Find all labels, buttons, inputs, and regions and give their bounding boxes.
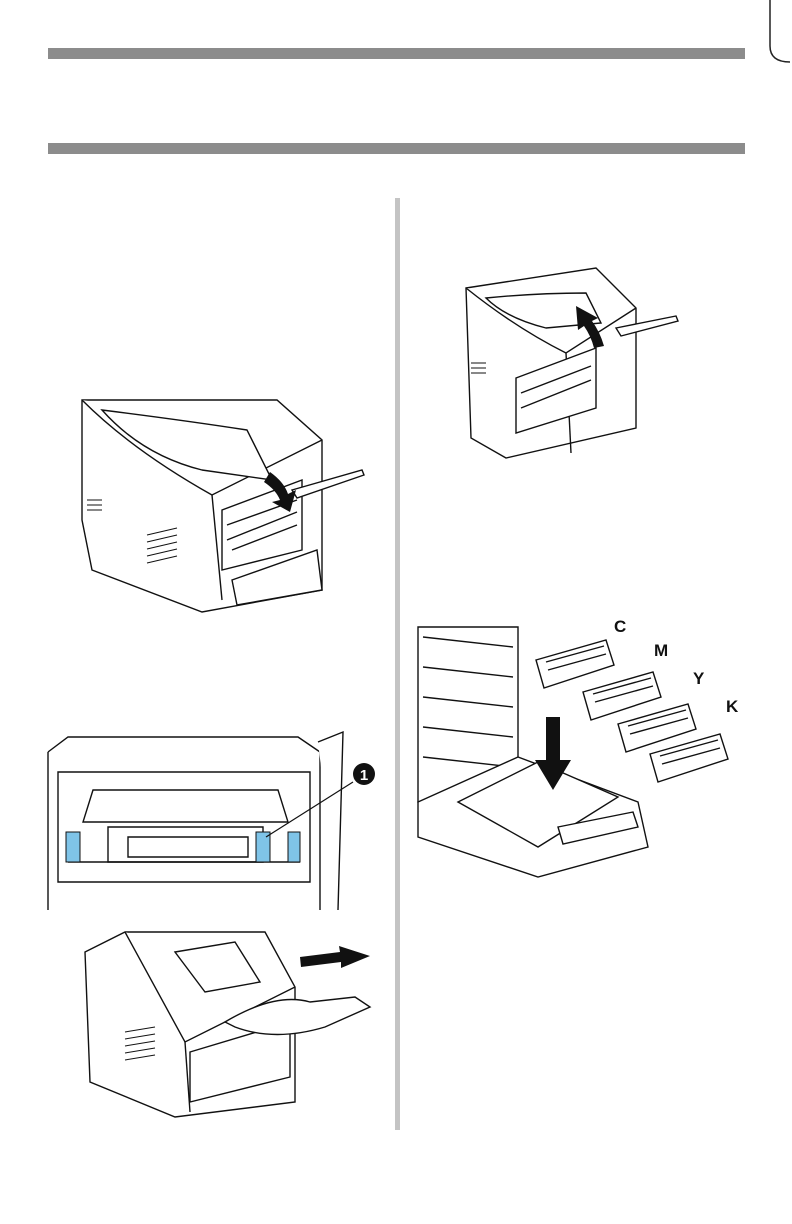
- header-rule-top: [48, 48, 745, 59]
- cut-mark: [768, 0, 792, 70]
- svg-text:1: 1: [360, 767, 368, 784]
- right-side-latch: [288, 832, 300, 862]
- fuser-latch-illustration: 1: [48, 732, 378, 912]
- drum-label-m: M: [654, 641, 668, 660]
- rear-cover-close-illustration: [466, 268, 691, 463]
- drum-cyan: [536, 640, 614, 688]
- left-latch: [66, 832, 80, 862]
- drum-label-k: K: [726, 697, 739, 716]
- image-drums-illustration: C M Y K: [418, 612, 748, 882]
- drum-label-c: C: [614, 617, 626, 636]
- drum-magenta: [583, 672, 661, 720]
- callout-1-badge: 1: [353, 763, 375, 785]
- remove-paper-illustration: [85, 932, 380, 1117]
- drum-black: [650, 734, 728, 782]
- header-rule-bottom: [48, 143, 745, 154]
- rear-cover-open-illustration: [72, 400, 372, 615]
- arrow-right-icon: [300, 946, 370, 968]
- column-divider: [395, 198, 400, 1130]
- drum-label-y: Y: [693, 669, 705, 688]
